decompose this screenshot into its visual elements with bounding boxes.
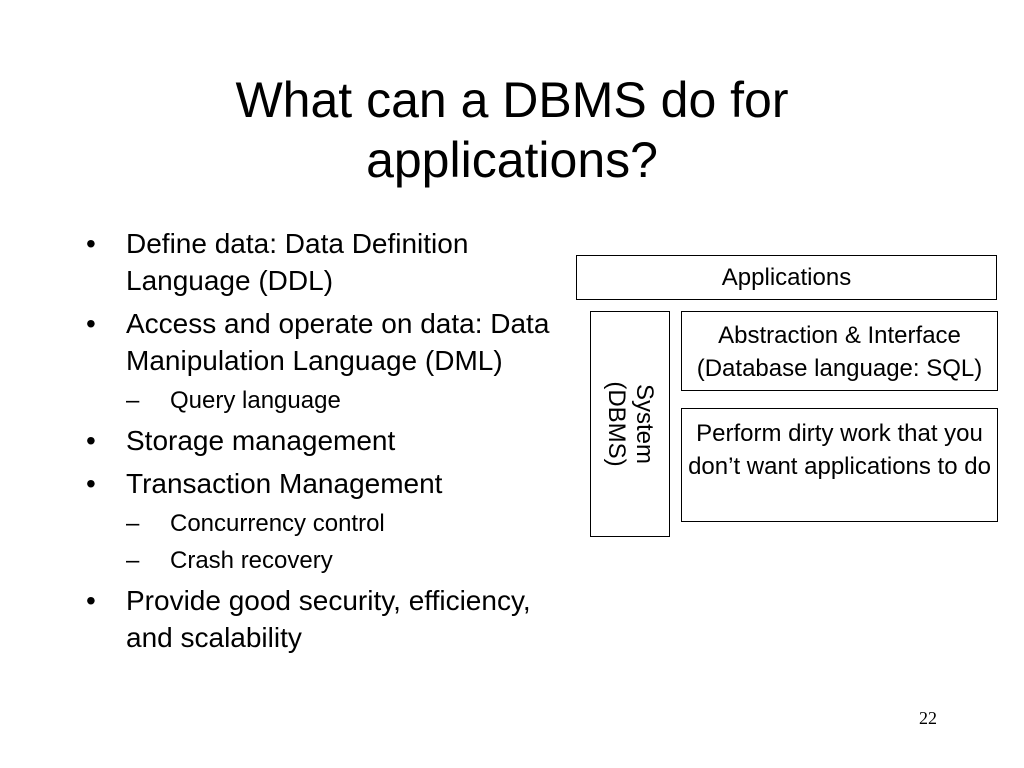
sub-bullet-item: – Concurrency control [126,508,582,539]
sub-bullet-marker: – [126,387,140,414]
sub-bullet-text: Query language [170,387,341,414]
bullet-item: • Transaction Management [82,465,582,502]
title-line-2: applications? [366,132,658,188]
bullet-item: • Storage management [82,422,582,459]
dbms-box: System (DBMS) [590,311,670,537]
dirty-work-label: Perform dirty work that you don’t want a… [688,420,991,480]
bullet-item: • Provide good security, efficiency, and… [82,582,582,656]
applications-label: Applications [721,264,852,291]
applications-box: Applications [576,255,997,300]
bullet-text: Transaction Management [126,468,443,499]
bullet-text: Storage management [126,425,396,456]
bullet-list: • Define data: Data Definition Language … [82,225,582,662]
sub-bullet-text: Crash recovery [170,547,333,574]
slide-title: What can a DBMS do for applications? [112,70,912,190]
abstraction-interface-box: Abstraction & Interface (Database langua… [681,311,998,391]
abstraction-interface-label: Abstraction & Interface (Database langua… [696,322,983,382]
bullet-text: Access and operate on data: Data Manipul… [126,308,550,376]
bullet-text: Provide good security, efficiency, and s… [126,585,531,653]
sub-bullet-item: – Query language [126,385,582,416]
sub-bullet-item: – Crash recovery [126,545,582,576]
dbms-label-line-2: (DBMS) [603,381,630,467]
sub-bullet-marker: – [126,547,140,574]
bullet-item: • Access and operate on data: Data Manip… [82,305,582,379]
bullet-marker: • [86,585,96,616]
bullet-marker: • [86,228,96,259]
bullet-marker: • [86,308,96,339]
sub-bullet-marker: – [126,510,140,537]
title-line-1: What can a DBMS do for [235,72,789,128]
dirty-work-box: Perform dirty work that you don’t want a… [681,408,998,522]
dbms-label-line-1: System [631,383,658,465]
bullet-text: Define data: Data Definition Language (D… [126,228,469,296]
dbms-label: System (DBMS) [602,381,658,466]
bullet-marker: • [86,468,96,499]
sub-bullet-text: Concurrency control [170,510,385,537]
bullet-marker: • [86,425,96,456]
bullet-item: • Define data: Data Definition Language … [82,225,582,299]
page-number: 22 [919,708,937,728]
